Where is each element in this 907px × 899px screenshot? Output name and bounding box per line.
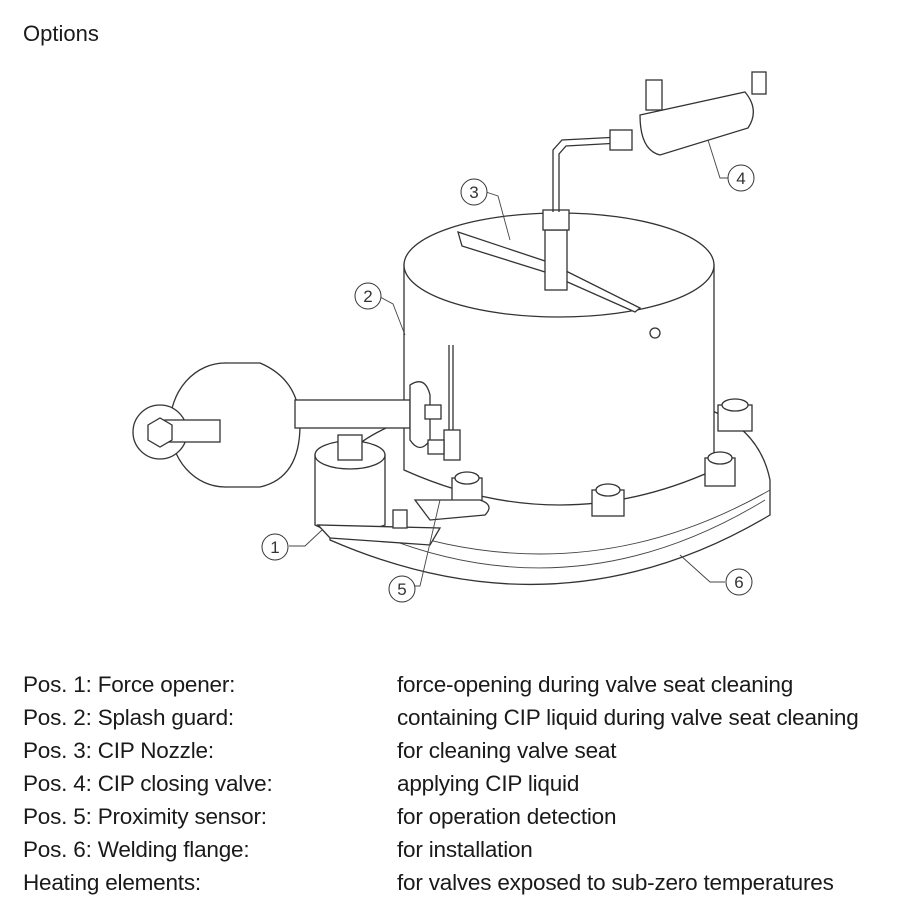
legend-term: Pos. 1: Force opener: <box>23 671 236 697</box>
legend-description: for installation <box>397 836 533 862</box>
callout-1: 1 <box>261 533 289 561</box>
legend-description: for operation detection <box>397 803 617 829</box>
legend-description: force-opening during valve seat cleaning <box>397 671 794 697</box>
callout-6: 6 <box>725 568 753 596</box>
legend-term: Pos. 2: Splash guard: <box>23 704 234 730</box>
svg-text:4: 4 <box>736 169 745 188</box>
options-legend: Pos. 1: Force opener: force-opening durin… <box>23 668 907 899</box>
legend-row: Pos. 2: Splash guard: containing CIP liqu… <box>23 701 907 734</box>
legend-description: for cleaning valve seat <box>397 737 617 763</box>
svg-text:6: 6 <box>734 573 743 592</box>
callout-3: 3 <box>460 178 488 206</box>
legend-term: Pos. 6: Welding flange: <box>23 836 250 862</box>
flange-nuts <box>451 398 753 517</box>
legend-term: Pos. 5: Proximity sensor: <box>23 803 267 829</box>
legend-term: Heating elements: <box>23 869 201 895</box>
splash-guard <box>403 212 715 506</box>
legend-description: for valves exposed to sub-zero temperatu… <box>397 869 834 895</box>
proximity-sensor <box>392 345 490 529</box>
valve-options-drawing: 1 2 3 4 5 6 <box>132 71 771 603</box>
callout-2: 2 <box>354 282 382 310</box>
legend-row: Pos. 1: Force opener: force-opening durin… <box>23 668 907 701</box>
legend-row: Heating elements: for valves exposed to s… <box>23 866 907 899</box>
svg-text:5: 5 <box>397 580 406 599</box>
legend-row: Pos. 4: CIP closing valve: applying CIP l… <box>23 767 907 800</box>
callout-4: 4 <box>727 164 755 192</box>
svg-text:2: 2 <box>363 287 372 306</box>
cip-closing-valve <box>609 71 767 156</box>
force-opener <box>132 362 442 546</box>
legend-row: Pos. 5: Proximity sensor: for operation d… <box>23 800 907 833</box>
svg-text:1: 1 <box>270 538 279 557</box>
legend-term: Pos. 3: CIP Nozzle: <box>23 737 214 763</box>
callout-5: 5 <box>388 575 416 603</box>
cip-pipe <box>552 136 621 212</box>
legend-description: containing CIP liquid during valve seat … <box>397 704 859 730</box>
cip-nozzle <box>457 209 642 313</box>
legend-description: applying CIP liquid <box>397 770 580 796</box>
svg-text:3: 3 <box>469 183 478 202</box>
legend-term: Pos. 4: CIP closing valve: <box>23 770 273 796</box>
leader-lines <box>289 139 730 587</box>
legend-row: Pos. 6: Welding flange: for installation <box>23 833 907 866</box>
legend-row: Pos. 3: CIP Nozzle: for cleaning valve se… <box>23 734 907 767</box>
section-heading: Options <box>23 21 99 46</box>
